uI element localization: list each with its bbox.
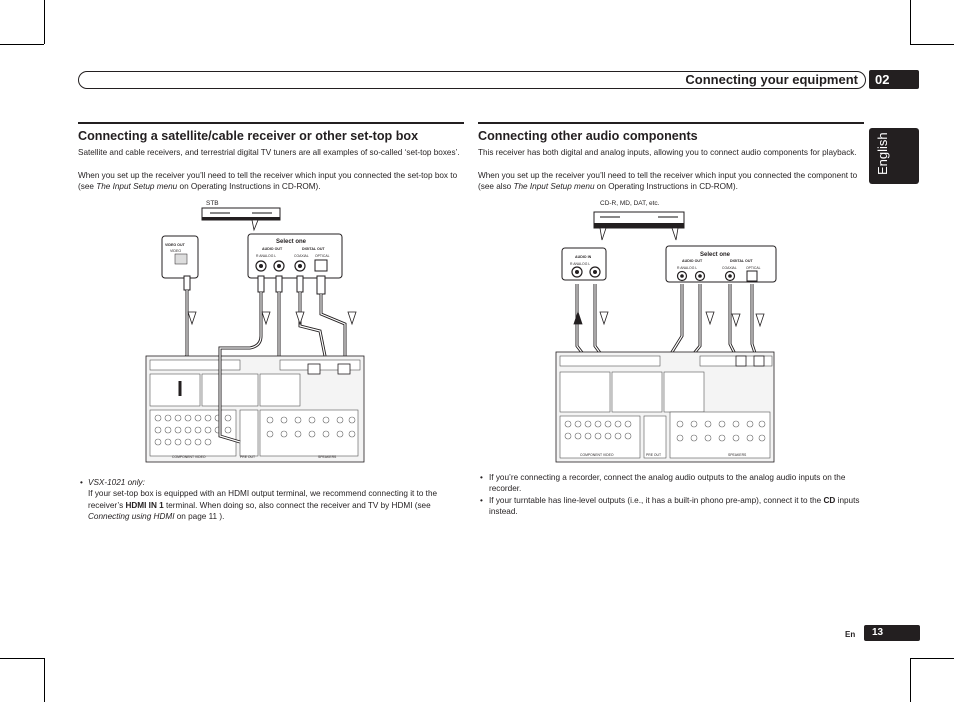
- page-number: 13: [864, 625, 920, 641]
- audio-out-label: AUDIO OUT: [262, 247, 283, 251]
- hdmi-in-1-label: HDMI IN 1: [125, 500, 164, 510]
- section-title-right: Connecting other audio components: [478, 129, 698, 143]
- analog-out-label: R ANALOG L: [677, 266, 697, 270]
- hdmi-link-reference: Connecting using HDMI: [88, 511, 175, 521]
- analog-in-label: R ANALOG L: [570, 262, 590, 266]
- optical-label: OPTICAL: [315, 254, 330, 258]
- header-title: Connecting your equipment: [685, 72, 858, 87]
- video-label: VIDEO: [170, 249, 181, 253]
- section-rule-left: [78, 122, 464, 124]
- audio-component-connection-diagram: CD-R, MD, DAT, etc. AUDIO IN R ANALOG L …: [555, 200, 777, 463]
- component-video-label: COMPONENT VIDEO: [172, 455, 206, 459]
- right-paragraph-2-text-end: on Operating Instructions in CD-ROM).: [594, 182, 738, 192]
- section-rule-right: [478, 122, 864, 124]
- select-one-label: Select one: [700, 252, 731, 258]
- speakers-label: SPEAKERS: [318, 455, 337, 459]
- left-paragraph-2-text-end: on Operating Instructions in CD-ROM).: [177, 182, 321, 192]
- crop-mark: [44, 658, 45, 702]
- coaxial-label: COAXIAL: [722, 266, 737, 270]
- audio-in-label: AUDIO IN: [575, 255, 592, 259]
- crop-mark: [44, 0, 45, 44]
- crop-mark: [0, 658, 44, 659]
- language-tab: English: [869, 128, 919, 184]
- audio-out-label: AUDIO OUT: [682, 259, 703, 263]
- stb-label: STB: [206, 200, 219, 207]
- stb-connection-diagram: STB VIDEO OUT VIDEO Select one AUDIO OUT…: [145, 200, 365, 463]
- left-bullet-text-3: on page 11 ).: [174, 511, 225, 521]
- left-bullet: • VSX-1021 only: If your set-top box is …: [80, 477, 464, 522]
- crop-mark: [910, 658, 954, 659]
- language-tab-label: English: [875, 132, 890, 175]
- analog-label: R ANALOG L: [256, 254, 276, 258]
- digital-out-label: DIGITAL OUT: [302, 247, 325, 251]
- left-paragraph-1: Satellite and cable receivers, and terre…: [78, 148, 460, 157]
- left-bullet-text: If your set-top box is equipped with an …: [88, 489, 438, 510]
- left-bullet-title: VSX-1021 only:: [88, 478, 145, 487]
- right-paragraph-2: When you set up the receiver you’ll need…: [478, 170, 862, 193]
- coaxial-label: COAXIAL: [294, 254, 309, 258]
- right-paragraph-2-italic: The Input Setup menu: [513, 182, 595, 192]
- speakers-label: SPEAKERS: [728, 453, 747, 457]
- chapter-number: 02: [869, 70, 919, 89]
- crop-mark: [0, 44, 44, 45]
- footer-language-code: En: [845, 630, 856, 639]
- header-bar: [78, 71, 866, 89]
- right-bullet-2-text-end: inputs instead.: [489, 496, 860, 517]
- digital-out-label: DIGITAL OUT: [730, 259, 753, 263]
- optical-label: OPTICAL: [746, 266, 761, 270]
- crop-mark: [910, 44, 954, 45]
- right-bullet-1: • If you’re connecting a recorder, conne…: [480, 472, 864, 495]
- select-one-label: Select one: [276, 239, 307, 245]
- bullet-dot: •: [480, 473, 483, 482]
- video-out-label: VIDEO OUT: [165, 243, 186, 247]
- bullet-dot: •: [80, 478, 83, 487]
- bullet-dot: •: [480, 496, 483, 505]
- preout-label: PRE OUT: [240, 455, 255, 459]
- crop-mark: [910, 0, 911, 44]
- left-paragraph-2-italic: The Input Setup menu: [96, 182, 178, 192]
- right-paragraph-2-text: When you set up the receiver you’ll need…: [478, 171, 858, 192]
- right-bullet-2: • If your turntable has line-level outpu…: [480, 495, 864, 518]
- right-bullet-2-text: If your turntable has line-level outputs…: [489, 496, 824, 505]
- left-bullet-text-2: terminal. When doing so, also connect th…: [163, 500, 431, 510]
- component-video-label: COMPONENT VIDEO: [580, 453, 614, 457]
- right-bullet-1-text: If you’re connecting a recorder, connect…: [489, 473, 846, 494]
- cdr-device-label: CD-R, MD, DAT, etc.: [600, 200, 660, 207]
- preout-label: PRE OUT: [646, 453, 661, 457]
- section-title-left: Connecting a satellite/cable receiver or…: [78, 129, 419, 143]
- left-paragraph-2: When you set up the receiver you’ll need…: [78, 170, 462, 193]
- cd-input-label: CD: [823, 496, 836, 505]
- right-paragraph-1: This receiver has both digital and analo…: [478, 148, 857, 157]
- crop-mark: [910, 658, 911, 702]
- left-paragraph-2-text: When you set up the receiver you’ll need…: [78, 171, 458, 192]
